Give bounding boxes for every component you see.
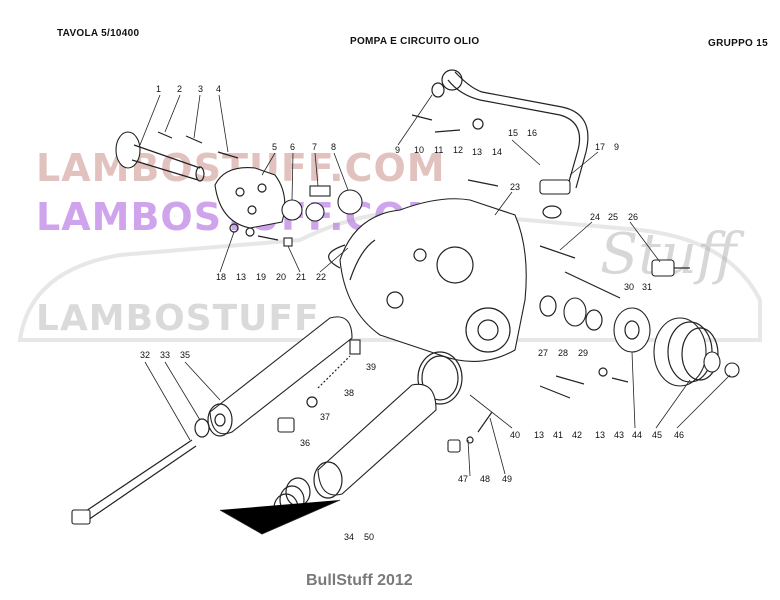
footer-credit: BullStuff 2012 (306, 572, 413, 589)
part-label: 6 (290, 142, 295, 152)
part-label: 3 (198, 84, 203, 94)
part-label: 33 (160, 350, 170, 360)
part-label: 8 (331, 142, 336, 152)
part-label: 41 (553, 430, 563, 440)
part-label: 4 (216, 84, 221, 94)
part-label: 45 (652, 430, 662, 440)
group-number: GRUPPO 15 (708, 38, 768, 49)
part-label: 13 (472, 147, 482, 157)
part-label: 22 (316, 272, 326, 282)
part-label: 21 (296, 272, 306, 282)
part-label: 11 (434, 145, 443, 155)
bypass-valve-parts (447, 411, 493, 453)
part-label: 48 (480, 474, 490, 484)
washer (194, 418, 210, 438)
part-label: 34 (344, 532, 354, 542)
oil-pipe (431, 69, 589, 219)
pump-drive-gear-shaft (115, 131, 205, 182)
part-label: 50 (364, 532, 374, 542)
part-label: 9 (614, 142, 619, 152)
part-label: 38 (344, 388, 354, 398)
part-label: 32 (140, 350, 150, 360)
part-label: 43 (614, 430, 624, 440)
part-label: 40 (510, 430, 520, 440)
part-label: 10 (414, 145, 424, 155)
part-label: 29 (578, 348, 588, 358)
part-label: 36 (300, 438, 310, 448)
part-label: 37 (320, 412, 330, 422)
filter-canister (313, 383, 437, 499)
watermark-text-3: LAMBOSTUFF (36, 298, 320, 339)
seals (539, 295, 603, 331)
part-label: 47 (458, 474, 468, 484)
crank-pulley (653, 317, 740, 387)
leader-lines (139, 94, 731, 477)
part-label: 14 (492, 147, 502, 157)
part-label: 46 (674, 430, 684, 440)
part-label: 17 (595, 142, 605, 152)
part-label: 5 (272, 142, 277, 152)
filter-element (207, 316, 353, 437)
part-label: 28 (558, 348, 568, 358)
part-number-labels: 1 2 3 4 5 6 7 8 9 10 11 12 13 14 15 16 1… (140, 84, 684, 542)
part-label: 31 (642, 282, 652, 292)
pulley-bolts (539, 367, 629, 399)
o-ring (417, 351, 463, 405)
part-label: 30 (624, 282, 634, 292)
part-label: 13 (595, 430, 605, 440)
part-label: 44 (632, 430, 642, 440)
part-label: 23 (510, 182, 520, 192)
pump-cover-plate (214, 167, 286, 229)
part-label: 27 (538, 348, 548, 358)
plate-number: TAVOLA 5/10400 (57, 28, 140, 39)
part-label: 13 (236, 272, 246, 282)
diagram-title: POMPA E CIRCUITO OLIO (350, 36, 480, 47)
part-label: 24 (590, 212, 600, 222)
part-label: 35 (180, 350, 190, 360)
part-label: 49 (502, 474, 512, 484)
relief-valve-parts (277, 339, 361, 433)
part-label: 25 (608, 212, 618, 222)
part-label: 16 (527, 128, 537, 138)
pump-gears (281, 185, 363, 222)
part-label: 26 (628, 212, 638, 222)
part-label: 42 (572, 430, 582, 440)
part-label: 19 (256, 272, 266, 282)
pulley-hub (613, 307, 651, 353)
part-label: 39 (366, 362, 376, 372)
part-label: 13 (534, 430, 544, 440)
part-label: 15 (508, 128, 518, 138)
part-label: 18 (216, 272, 226, 282)
pressure-sender (651, 259, 690, 277)
part-label: 7 (312, 142, 317, 152)
housing-bolts (411, 114, 621, 299)
part-label: 12 (453, 145, 463, 155)
part-label: 9 (395, 145, 400, 155)
pump-housing (328, 198, 527, 362)
part-label: 20 (276, 272, 286, 282)
part-label: 2 (177, 84, 182, 94)
filter-center-bolt (71, 439, 197, 525)
dowel-pins (157, 131, 239, 159)
part-label: 1 (156, 84, 161, 94)
